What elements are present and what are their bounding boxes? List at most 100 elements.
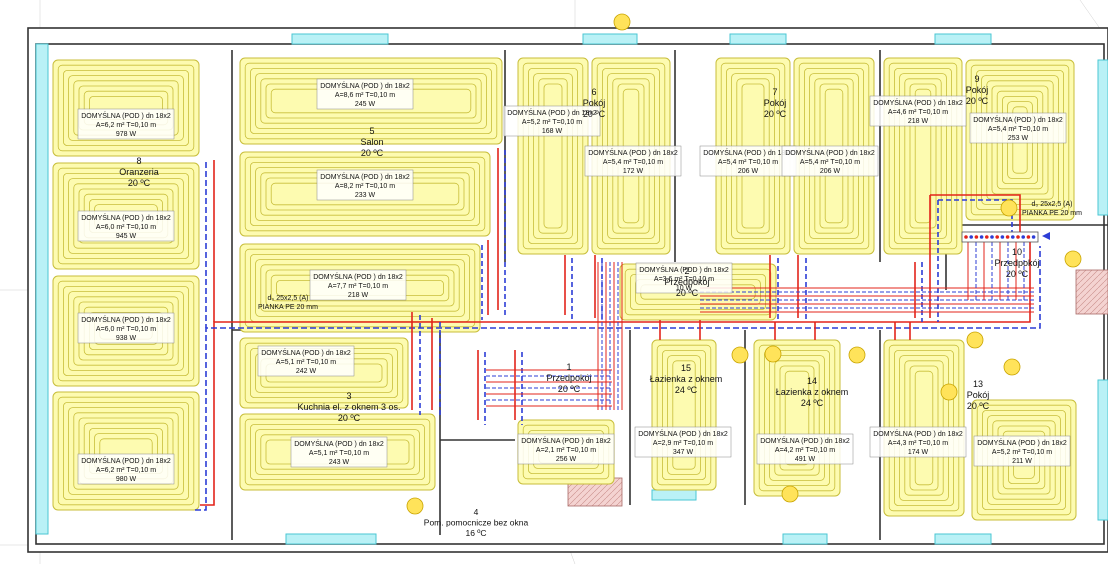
- loop-power: 172 W: [623, 168, 644, 175]
- loop-power: 945 W: [116, 233, 137, 240]
- loop-power: 491 W: [795, 456, 816, 463]
- loop-type: DOMYŚLNA (POD ) dn 18x2: [81, 456, 171, 465]
- loop-area-spacing: A=3,6 m² T=0,10 m: [654, 276, 714, 283]
- pipe-diameter: d₀ 25x2,5 (A): [1031, 201, 1072, 208]
- loop-power: 218 W: [348, 292, 369, 299]
- loop-power: 256 W: [556, 456, 577, 463]
- loop-area-spacing: A=5,2 m² T=0,10 m: [522, 119, 582, 126]
- loop-power: 211 W: [1012, 458, 1032, 465]
- heating-loop-oranzeria-4: [52, 391, 200, 511]
- loop-area-spacing: A=2,9 m² T=0,10 m: [653, 440, 713, 447]
- room-number: 14: [807, 376, 817, 386]
- room-number: 7: [772, 87, 777, 97]
- room-temperature: 20 ºC: [967, 401, 990, 411]
- room-name: Oranzeria: [119, 167, 159, 177]
- loop-area-spacing: A=5,2 m² T=0,10 m: [992, 449, 1052, 456]
- radiator-marker: [764, 345, 782, 363]
- loop-area-spacing: A=8,2 m² T=0,10 m: [335, 183, 395, 190]
- pipe-diameter: d₀ 25x2,5 (A): [267, 295, 308, 302]
- window: [285, 533, 377, 545]
- manifold-port: [1000, 235, 1005, 239]
- window: [782, 533, 828, 545]
- room-temperature: 20 ºC: [966, 96, 989, 106]
- loop-area-spacing: A=4,3 m² T=0,10 m: [888, 440, 948, 447]
- loop-type: DOMYŚLNA (POD ) dn 18x2: [320, 81, 410, 90]
- loop-type: DOMYŚLNA (POD ) dn 18x2: [703, 148, 793, 157]
- loop-power: 218 W: [908, 118, 929, 125]
- loop-area-spacing: A=6,2 m² T=0,10 m: [96, 122, 156, 129]
- loop-area-spacing: A=5,1 m² T=0,10 m: [276, 359, 336, 366]
- pipe-insulation: PIANKA PE 20 mm: [258, 304, 318, 311]
- loop-power: 206 W: [738, 168, 759, 175]
- room-number: 2: [684, 266, 689, 276]
- room-temperature: 20 ºC: [583, 109, 606, 119]
- loop-type: DOMYŚLNA (POD ) dn 18x2: [81, 111, 171, 120]
- room-number: 15: [681, 363, 691, 373]
- loop-power: 242 W: [296, 368, 317, 375]
- loop-power: 938 W: [116, 335, 137, 342]
- loop-power: 980 W: [116, 476, 137, 483]
- loop-area-spacing: A=2,1 m² T=0,10 m: [536, 447, 596, 454]
- room-temperature: 20 ºC: [764, 109, 787, 119]
- loop-area-spacing: A=6,0 m² T=0,10 m: [96, 326, 156, 333]
- loop-area-spacing: A=5,4 m² T=0,10 m: [718, 159, 778, 166]
- room-name: Pokój: [967, 390, 990, 400]
- window: [934, 533, 992, 545]
- window: [1097, 59, 1108, 216]
- room-name: Pokój: [966, 85, 989, 95]
- loop-type: DOMYŚLNA (POD ) dn 18x2: [760, 436, 850, 445]
- room-number: 6: [591, 87, 596, 97]
- heating-loop-pokoj6-1: [517, 57, 589, 255]
- room-temperature: 20 ºC: [1006, 269, 1029, 279]
- window: [291, 33, 389, 45]
- room-name: Łazienka z oknem: [776, 387, 849, 397]
- loop-type: DOMYŚLNA (POD ) dn 18x2: [294, 439, 384, 448]
- loop-area-spacing: A=4,6 m² T=0,10 m: [888, 109, 948, 116]
- manifold-valve-icon: [1042, 232, 1050, 240]
- room-name: Łazienka z oknem: [650, 374, 723, 384]
- manifold-port: [1016, 235, 1020, 239]
- loop-power: 243 W: [329, 459, 350, 466]
- radiator-marker: [1000, 199, 1018, 217]
- radiator-marker: [1003, 358, 1021, 376]
- loop-power: 168 W: [542, 128, 563, 135]
- room-number: 1: [566, 362, 571, 372]
- loop-type: DOMYŚLNA (POD ) dn 18x2: [261, 348, 351, 357]
- heating-loop-oranzeria-1: [52, 59, 200, 157]
- room-temperature: 20 ºC: [558, 384, 581, 394]
- loop-area-spacing: A=5,1 m² T=0,10 m: [309, 450, 369, 457]
- loop-power: 253 W: [1008, 135, 1029, 142]
- heating-loop-lazienka14: [753, 339, 841, 497]
- loop-type: DOMYŚLNA (POD ) dn 18x2: [873, 98, 963, 107]
- loop-power: 978 W: [116, 131, 137, 138]
- room-temperature: 20 ºC: [361, 148, 384, 158]
- brick-wall: [1075, 269, 1108, 315]
- room-name: Pokój: [583, 98, 606, 108]
- loop-area-spacing: A=5,4 m² T=0,10 m: [800, 159, 860, 166]
- loop-area-spacing: A=6,0 m² T=0,10 m: [96, 224, 156, 231]
- room-temperature: 24 ºC: [675, 385, 698, 395]
- radiator-marker: [781, 485, 799, 503]
- room-name: Pokój: [764, 98, 787, 108]
- room-number: 9: [974, 74, 979, 84]
- room-temperature: 16 ºC: [465, 528, 486, 538]
